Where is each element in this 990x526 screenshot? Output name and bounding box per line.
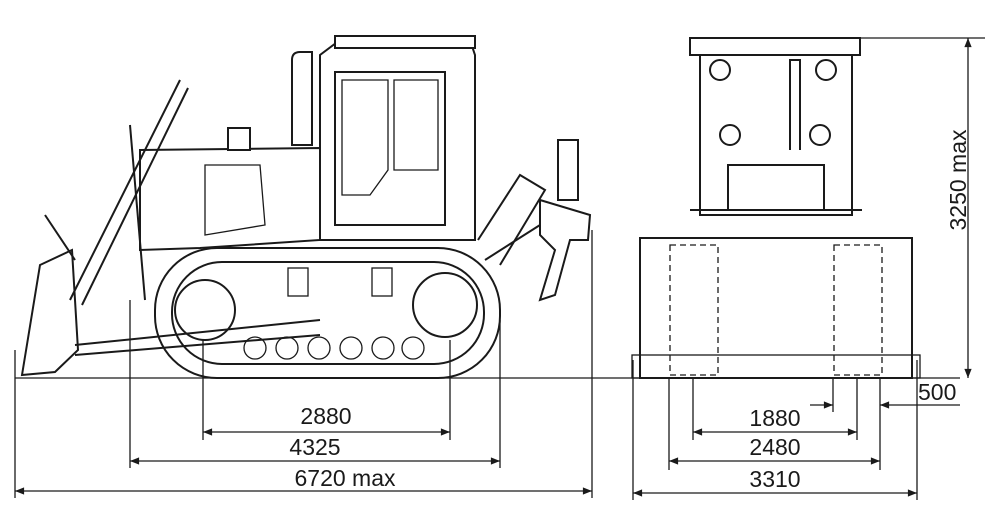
push-arm [74, 319, 321, 346]
dim-track-overall: 4325 [289, 434, 340, 460]
dim-blade-width: 3310 [749, 466, 800, 492]
headlight [709, 59, 731, 81]
track-inner [171, 261, 485, 365]
dimension-lines [14, 38, 972, 497]
dim-track-gauge: 1880 [749, 405, 800, 431]
cab-door [334, 71, 446, 226]
dim-overall-length: 6720 max [294, 465, 396, 491]
front-view [631, 37, 921, 379]
dozer-blade [20, 248, 80, 377]
dim-track-length: 2880 [300, 403, 351, 429]
dim-track-outer-width: 2480 [749, 434, 800, 460]
lift-cylinder [69, 79, 181, 301]
headlight [815, 59, 837, 81]
ripper-bracket [557, 139, 579, 201]
track-outer [154, 247, 501, 379]
headlight [809, 124, 831, 146]
engine-hood [139, 146, 321, 252]
right-track-hidden [833, 244, 883, 376]
carrier-roller [287, 267, 309, 297]
dim-shoe-width: 500 [918, 379, 956, 405]
front-cab-roof [689, 37, 861, 56]
ripper-shank [538, 198, 592, 302]
cab-roof [334, 35, 476, 49]
headlight [719, 124, 741, 146]
cab [319, 39, 476, 241]
left-track-hidden [669, 244, 719, 376]
dim-overall-height: 3250 max [945, 129, 971, 231]
ripper-arm [477, 173, 547, 266]
blade-frame [129, 124, 146, 301]
extension-lines [14, 37, 985, 500]
idler-wheel [174, 279, 236, 341]
exhaust-pipe [291, 51, 313, 146]
sprocket-wheel [412, 272, 478, 338]
air-intake [227, 127, 251, 151]
carrier-roller [371, 267, 393, 297]
front-blade [639, 237, 913, 379]
side-view [20, 35, 592, 379]
road-wheels [243, 336, 425, 360]
blade-edge [631, 354, 921, 379]
